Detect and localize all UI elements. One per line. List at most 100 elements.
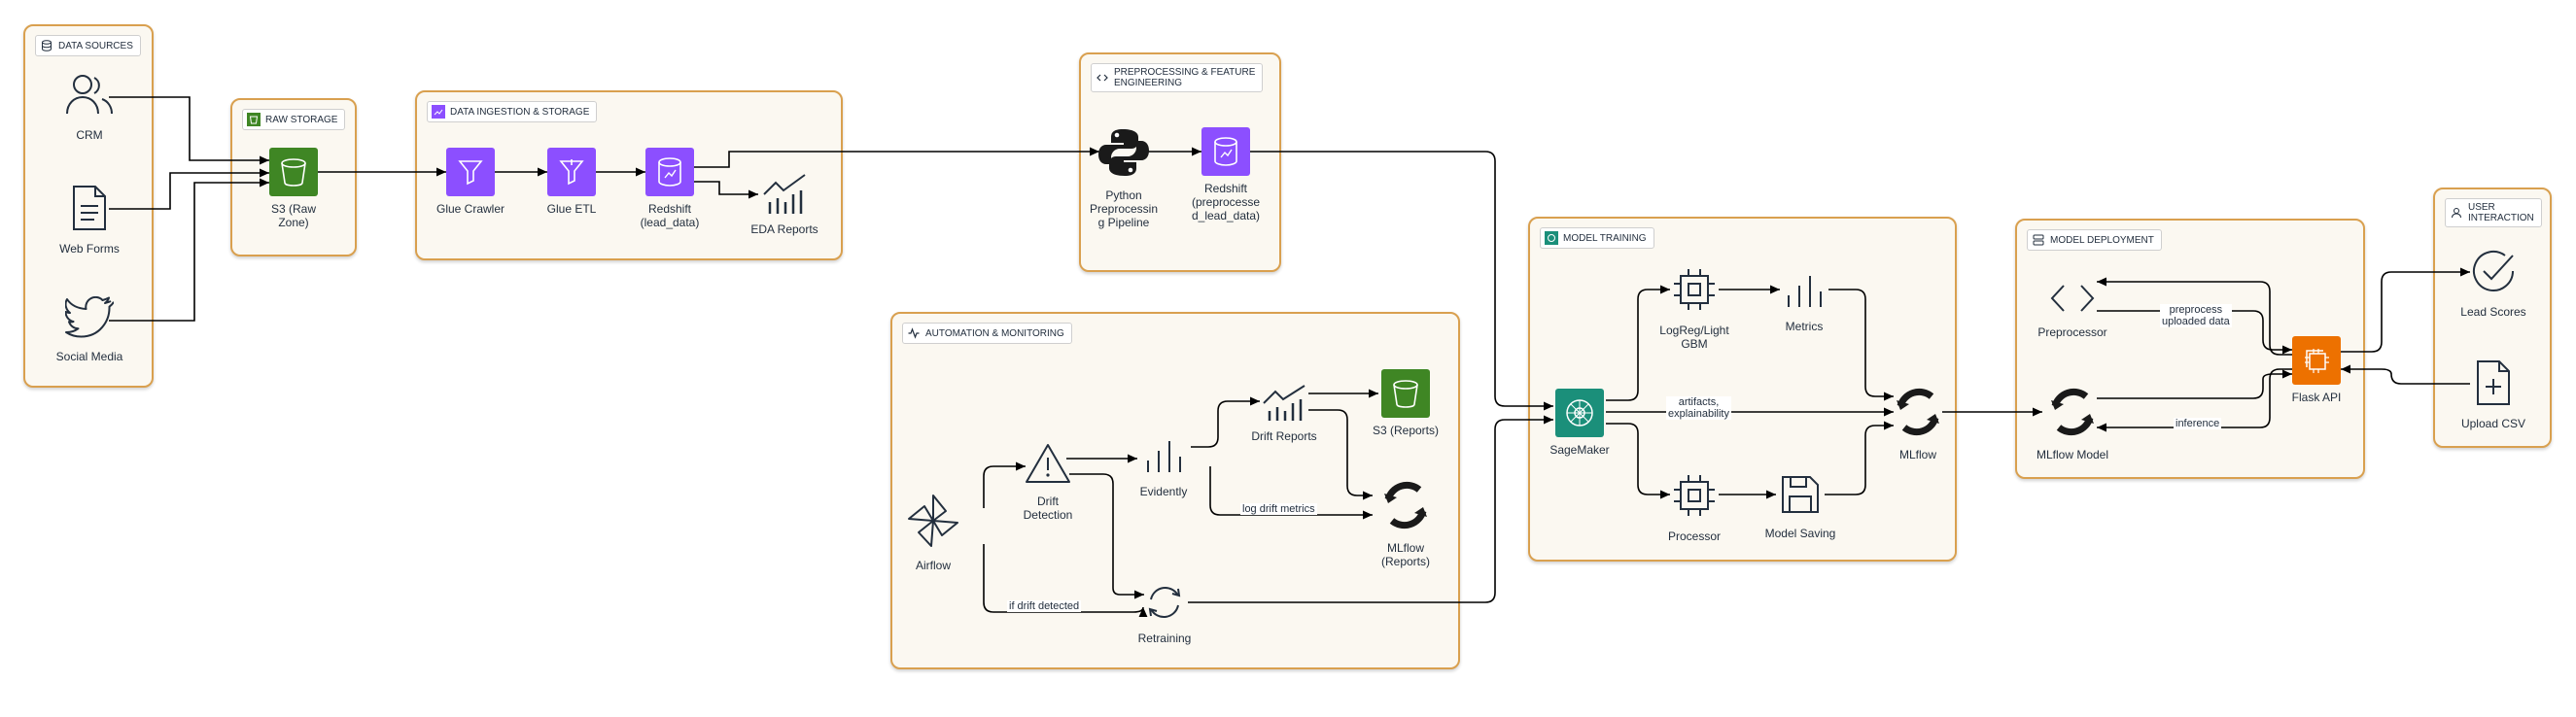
node-eda-reports[interactable]: EDA Reports <box>741 173 828 236</box>
edge-redshiftpre-sagemaker <box>1250 151 1553 411</box>
node-redshift-pre[interactable]: Redshift (preprocesse d_lead_data) <box>1182 127 1270 222</box>
label-eda-reports: EDA Reports <box>750 222 818 236</box>
node-metrics[interactable]: Metrics <box>1765 270 1843 333</box>
group-title-data-sources: DATA SOURCES <box>58 40 133 51</box>
group-title-training: MODEL TRAINING <box>1563 232 1647 244</box>
mlflow-icon <box>1380 480 1431 535</box>
group-title-user: USER INTERACTION <box>2468 202 2534 223</box>
group-header: DATA INGESTION & STORAGE <box>427 101 598 122</box>
node-sagemaker[interactable]: SageMaker <box>1541 389 1619 457</box>
group-header: PREPROCESSING & FEATURE ENGINEERING <box>1091 63 1264 92</box>
node-mlflow[interactable]: MLflow <box>1879 387 1957 461</box>
alert-icon <box>1025 443 1071 489</box>
node-social-media[interactable]: Social Media <box>41 295 138 363</box>
label-sagemaker: SageMaker <box>1549 443 1610 457</box>
label-logreg: LogReg/Light GBM <box>1659 324 1729 351</box>
group-header: USER INTERACTION <box>2445 198 2542 227</box>
label-airflow: Airflow <box>915 559 951 572</box>
edge-sagemaker-processor <box>1606 423 1670 499</box>
label-flask-api: Flask API <box>2291 391 2342 404</box>
python-icon <box>1098 127 1149 183</box>
label-social-media: Social Media <box>55 350 123 363</box>
label-redshift-pre: Redshift (preprocesse d_lead_data) <box>1191 182 1261 222</box>
label-python-pipeline: Python Preprocessin g Pipeline <box>1089 188 1159 229</box>
analytics-icon <box>432 105 445 119</box>
node-lead-scores[interactable]: Lead Scores <box>2450 248 2537 319</box>
edge-airflow-drift <box>983 461 1026 508</box>
node-glue-crawler[interactable]: Glue Crawler <box>427 148 514 216</box>
edge-evidently-driftreports <box>1191 396 1260 448</box>
node-mlflow-reports[interactable]: MLflow (Reports) <box>1365 480 1446 568</box>
edge-label-log-drift: log drift metrics <box>1240 503 1317 515</box>
file-plus-icon <box>2474 359 2513 411</box>
edge-flask-mlflowmodel <box>2097 368 2292 432</box>
group-header: MODEL DEPLOYMENT <box>2027 229 2162 251</box>
storage-icon <box>247 113 261 126</box>
node-preprocessor[interactable]: Preprocessor <box>2029 282 2116 339</box>
node-upload-csv[interactable]: Upload CSV <box>2450 359 2537 430</box>
node-crm[interactable]: CRM <box>55 73 123 142</box>
group-header: RAW STORAGE <box>242 109 346 130</box>
node-mlflow-model[interactable]: MLflow Model <box>2026 387 2119 461</box>
node-processor[interactable]: Processor <box>1651 472 1738 543</box>
metrics-bars-icon <box>1142 435 1185 479</box>
node-python-pipeline[interactable]: Python Preprocessin g Pipeline <box>1080 127 1167 229</box>
node-model-saving[interactable]: Model Saving <box>1755 473 1846 540</box>
node-airflow[interactable]: Airflow <box>896 494 970 572</box>
edge-mlflowmodel-flask <box>2097 369 2292 399</box>
group-title-preprocessing: PREPROCESSING & FEATURE ENGINEERING <box>1114 67 1256 88</box>
edge-label-artifacts: artifacts, explainability <box>1666 396 1731 420</box>
label-glue-etl: Glue ETL <box>546 202 597 216</box>
node-logreg[interactable]: LogReg/Light GBM <box>1651 266 1738 351</box>
node-flask-api[interactable]: Flask API <box>2278 336 2355 404</box>
code-icon <box>1096 71 1109 85</box>
database-icon <box>40 39 53 52</box>
sagemaker-icon <box>1555 389 1604 437</box>
node-glue-etl[interactable]: Glue ETL <box>533 148 610 216</box>
glue-icon <box>446 148 495 196</box>
label-preprocessor: Preprocessor <box>2037 325 2107 339</box>
node-s3-raw[interactable]: S3 (Raw Zone) <box>255 148 332 229</box>
redshift-icon <box>645 148 694 196</box>
group-header: DATA SOURCES <box>35 35 141 56</box>
edge-metrics-mlflow <box>1828 289 1894 401</box>
group-title-raw-storage: RAW STORAGE <box>265 114 338 125</box>
edge-label-preprocess: preprocess uploaded data <box>2160 304 2232 327</box>
code-icon <box>2050 282 2095 320</box>
label-redshift-lead: Redshift (lead_data) <box>640 202 700 229</box>
twitter-icon <box>64 295 115 344</box>
node-retraining[interactable]: Retraining <box>1126 584 1203 645</box>
airflow-icon <box>907 494 959 553</box>
edge-label-if-drift: if drift detected <box>1007 600 1082 612</box>
server-icon <box>2032 233 2045 247</box>
cpu-icon <box>1671 472 1718 524</box>
label-mlflow-model: MLflow Model <box>2036 448 2109 461</box>
edge-preprocessor-flask <box>2097 310 2292 355</box>
s3-bucket-icon <box>1381 369 1430 418</box>
edge-flask-preprocessor <box>2097 277 2292 356</box>
edge-retraining-sagemaker <box>1188 415 1553 603</box>
node-web-forms[interactable]: Web Forms <box>46 185 133 256</box>
node-redshift-lead[interactable]: Redshift (lead_data) <box>626 148 714 229</box>
node-drift-detection[interactable]: Drift Detection <box>1007 443 1089 522</box>
label-model-saving: Model Saving <box>1764 527 1836 540</box>
mlflow-icon <box>2047 387 2098 442</box>
group-title-deployment: MODEL DEPLOYMENT <box>2050 234 2154 246</box>
edge-label-inference: inference <box>2174 418 2222 429</box>
mlflow-icon <box>1893 387 1943 442</box>
node-evidently[interactable]: Evidently <box>1126 435 1201 498</box>
node-s3-reports[interactable]: S3 (Reports) <box>1364 369 1447 437</box>
node-drift-reports[interactable]: Drift Reports <box>1240 384 1328 443</box>
label-metrics: Metrics <box>1785 320 1824 333</box>
edge-social-s3 <box>109 178 269 322</box>
document-icon <box>70 185 109 236</box>
label-mlflow: MLflow <box>1898 448 1936 461</box>
label-web-forms: Web Forms <box>59 242 120 256</box>
label-drift-reports: Drift Reports <box>1251 429 1317 443</box>
group-title-automation: AUTOMATION & MONITORING <box>925 327 1064 339</box>
activity-icon <box>907 326 921 340</box>
user-icon <box>2450 206 2463 220</box>
edge-evidently-mlflowreports <box>1209 466 1373 520</box>
refresh-icon <box>1143 584 1186 626</box>
edge-modelsaving-mlflow <box>1825 421 1894 495</box>
